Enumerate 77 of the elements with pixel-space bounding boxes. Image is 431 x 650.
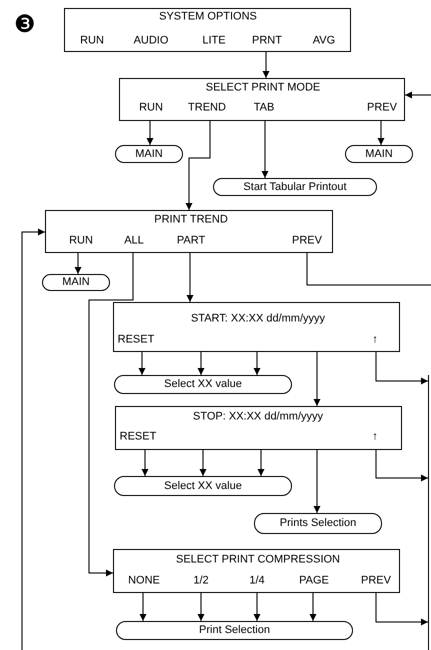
menu-option: 1/4 [249,574,265,588]
arrow [200,450,206,476]
action-terminal [114,375,292,394]
menu-option: PREV [361,574,391,588]
connector-line [306,252,431,286]
arrow [186,252,194,302]
action-terminal [116,621,353,640]
arrow [186,120,210,210]
menu-option: PART [176,234,206,248]
menu-screen-box [113,549,400,593]
menu-option: NONE [128,574,160,588]
terminal-label: MAIN [135,148,163,160]
menu-title: SELECT PRINT COMPRESSION [176,554,340,566]
menu-option: AUDIO [134,34,168,48]
action-terminal [213,178,377,196]
action-terminal [114,476,292,496]
menu-option: RUN [139,102,163,114]
menu-option: RESET [118,334,154,346]
menu-option: LITE [202,34,226,48]
menu-option: PRNT [252,34,282,48]
action-terminal [42,274,110,291]
menu-option: PREV [367,102,397,114]
menu-option: TAB [254,102,274,114]
action-terminal [254,513,382,534]
menu-option: RUN [69,234,93,248]
terminal-label: Select XX value [164,480,242,492]
menu-screen-box [115,406,402,450]
terminal-label: MAIN [62,276,90,289]
action-terminal [345,145,413,163]
menu-option: ALL [124,234,144,248]
arrow [310,592,316,622]
menu-option: PREV [292,234,322,248]
terminal-label: Select XX value [164,378,242,391]
arrow [262,52,270,78]
menu-option: ↑ [372,334,378,346]
terminal-label: MAIN [365,148,393,160]
arrow [22,228,46,650]
arrow [74,252,82,274]
arrow [146,120,154,146]
menu-option: TREND [188,102,226,114]
action-terminal [115,145,183,163]
menu-title: START: XX:XX dd/mm/yyyy [190,312,326,326]
arrow [198,352,204,376]
arrow [258,450,264,476]
arrow [314,450,320,514]
arrow [378,120,384,146]
menu-screen-box [119,78,405,121]
arrow [314,352,320,406]
arrow [88,252,134,576]
step-number: ❸ [14,10,36,38]
arrow [376,352,428,384]
menu-screen-box [64,8,351,52]
menu-option: ↑ [372,430,378,444]
arrow [142,450,148,476]
menu-title: SELECT PRINT MODE [206,82,320,94]
arrow [262,120,268,178]
arrow [376,450,428,482]
arrow [376,592,428,626]
terminal-label: Prints Selection [280,517,356,530]
menu-option: RESET [120,430,156,444]
arrow [254,352,260,376]
terminal-label: Print Selection [199,624,270,637]
menu-title: SYSTEM OPTIONS [159,10,257,24]
menu-option: AVG [312,34,336,48]
arrow [404,92,431,98]
arrow [138,352,146,376]
menu-screen-box [45,210,333,253]
arrow [140,592,146,622]
menu-option: 1/2 [193,574,209,588]
menu-option: RUN [80,34,104,48]
arrow [198,592,204,622]
menu-option: PAGE [299,574,329,588]
menu-title: STOP: XX:XX dd/mm/yyyy [193,410,323,424]
arrow [254,592,260,622]
terminal-label: Start Tabular Printout [243,180,347,194]
menu-screen-box [113,302,400,352]
menu-title: PRINT TREND [154,214,228,226]
